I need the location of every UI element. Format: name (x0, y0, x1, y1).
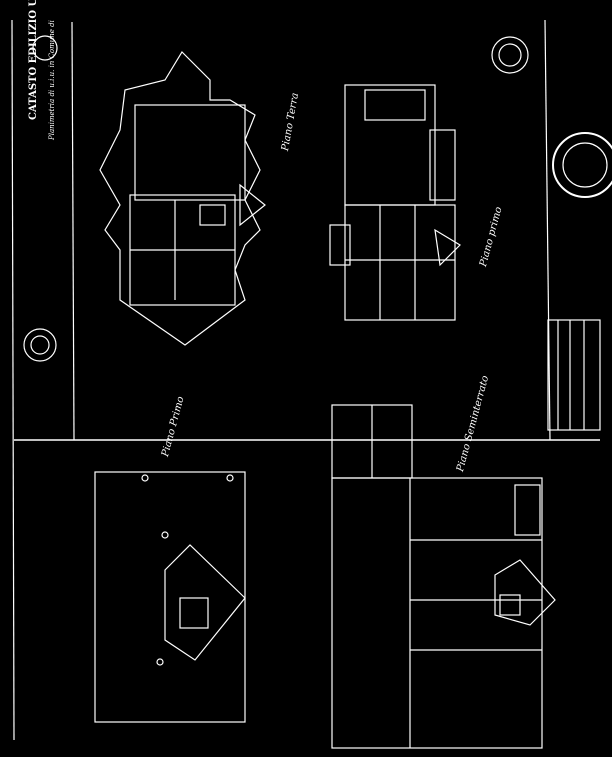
left-margin-line (11, 19, 15, 741)
plan-ground-floor (99, 51, 266, 346)
emblem-icon (32, 35, 58, 61)
plan-first-floor-lower (94, 471, 246, 723)
official-stamp-icon (491, 36, 529, 74)
plan-reference: Planimetria di u.i.u. in Comune di (48, 20, 56, 140)
plan-basement (331, 404, 556, 749)
info-table (547, 319, 601, 431)
office-stamp-icon (552, 132, 612, 198)
plan-first-floor-upper (329, 84, 461, 321)
ministry-seal-icon (23, 328, 57, 362)
header-strip-border (71, 21, 75, 441)
info-strip-border (544, 19, 551, 441)
agency-title: CATASTO EDILIZIO URBANO (28, 0, 39, 120)
